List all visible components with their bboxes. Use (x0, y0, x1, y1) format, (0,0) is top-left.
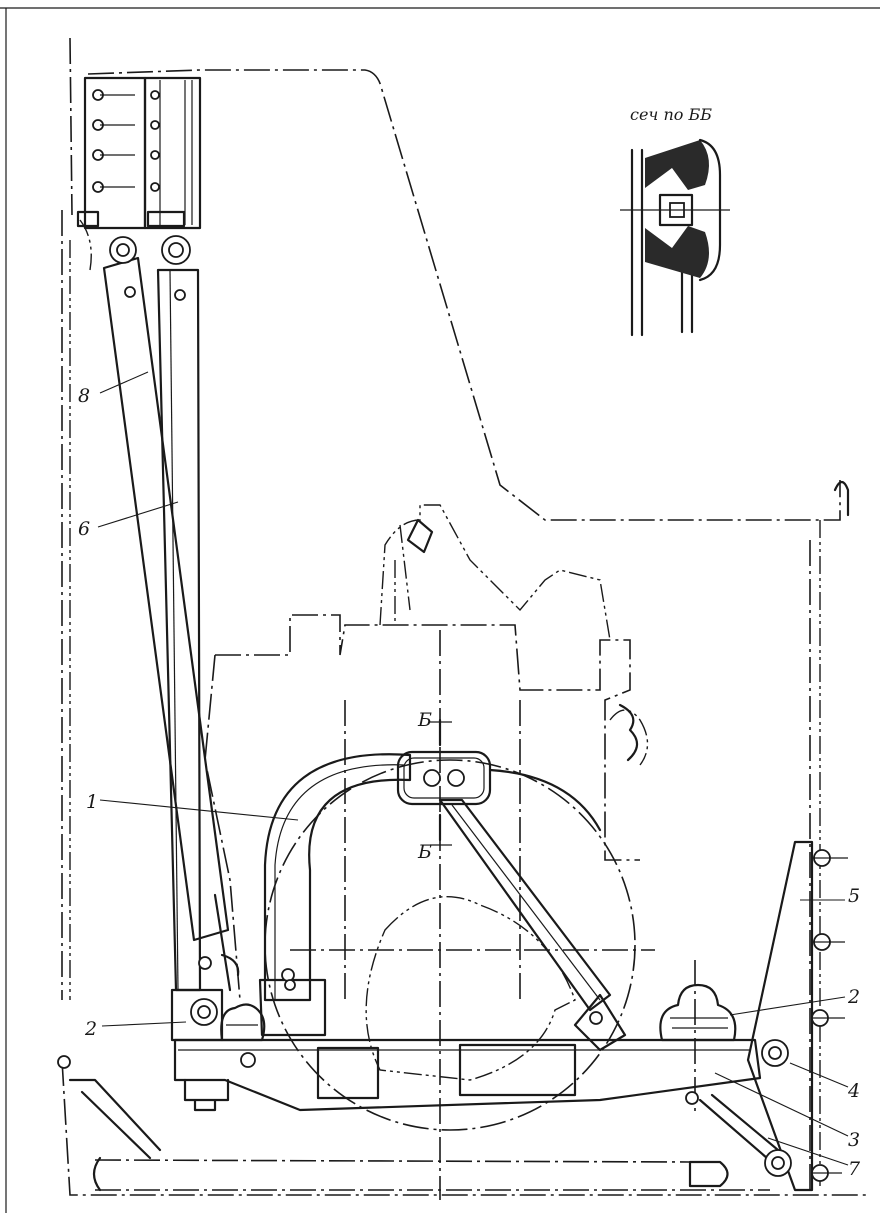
floor-rail (57, 1055, 770, 1192)
cut-mark-top: Б (417, 709, 432, 731)
callout-3: 3 (848, 1129, 860, 1151)
callout-4: 4 (847, 1080, 860, 1102)
section-cut-line: Б Б (417, 709, 452, 863)
callout-2-left: 2 (84, 1018, 97, 1040)
link-7 (698, 1093, 792, 1177)
upper-bracket-bolts (92, 89, 160, 193)
rod-6 (156, 235, 240, 1042)
section-bb-view: сеч по ББ (620, 105, 730, 337)
section-rubber-lower (645, 226, 709, 278)
right-bracket (746, 840, 848, 1192)
callout-5: 5 (848, 885, 860, 907)
cut-mark-bottom: Б (417, 841, 432, 863)
callout-2-right: 2 (847, 986, 860, 1008)
callout-7: 7 (848, 1158, 861, 1180)
callout-1: 1 (86, 791, 98, 813)
leader-lines (97, 371, 849, 1166)
section-title: сеч по ББ (630, 105, 712, 124)
callouts: 8 6 1 2 5 2 4 3 7 (78, 385, 861, 1180)
cab-outline (0, 7, 880, 1213)
section-rubber-upper (645, 140, 709, 190)
upper-bracket (76, 76, 202, 230)
cushion-left (220, 1003, 266, 1042)
callout-6: 6 (78, 518, 90, 540)
cushion-right (659, 960, 737, 1115)
rod-8 (102, 236, 230, 942)
callout-8: 8 (78, 385, 90, 407)
lower-beam (173, 1038, 762, 1112)
arch-mount (258, 750, 627, 1052)
